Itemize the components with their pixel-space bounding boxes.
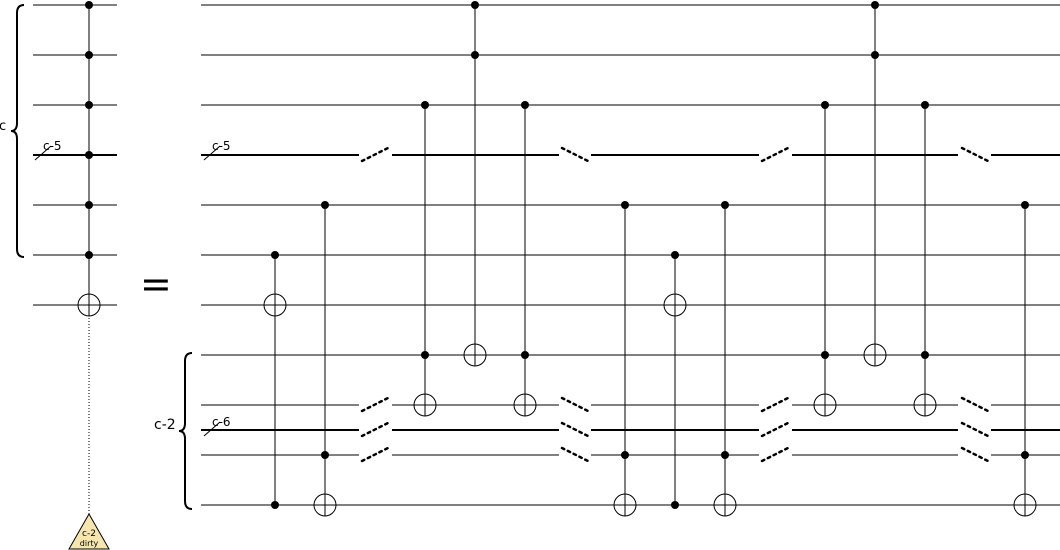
ellipsis-dots [360, 421, 390, 438]
control-dot [421, 101, 429, 109]
control-dot [1021, 451, 1029, 459]
control-dot [85, 251, 93, 259]
control-dot [721, 201, 729, 209]
control-dot [85, 101, 93, 109]
control-dot [871, 1, 879, 9]
control-dot [821, 101, 829, 109]
control-dot [271, 501, 279, 509]
control-dot [85, 201, 93, 209]
wires [10, 4, 1060, 514]
ancilla-label-bottom: dirty [80, 539, 99, 548]
bundle-slash [203, 145, 221, 161]
control-dot [321, 451, 329, 459]
ellipsis-dots [960, 421, 990, 438]
control-dot [471, 51, 479, 59]
control-dot [471, 1, 479, 9]
control-dot [821, 351, 829, 359]
control-dot [421, 351, 429, 359]
ellipsis-dots [560, 446, 590, 463]
label-c-minus-5-right: c-5 [212, 139, 231, 153]
bundle-slash [34, 145, 52, 161]
control-dot [1021, 201, 1029, 209]
control-dot [521, 351, 529, 359]
ellipsis-dots [560, 396, 590, 413]
brace-c [10, 4, 25, 258]
label-c-minus-2: c-2 [154, 417, 176, 433]
ellipsis-dots [360, 396, 390, 413]
control-dot [521, 101, 529, 109]
ellipsis-dots [960, 146, 990, 163]
label-c: c [0, 119, 6, 134]
control-dot [921, 101, 929, 109]
ellipsis-dots [560, 146, 590, 163]
control-dot [621, 451, 629, 459]
ellipsis-dots [760, 421, 790, 438]
control-dot [85, 51, 93, 59]
ellipsis-dots [360, 446, 390, 463]
brace-c-minus-2 [178, 352, 193, 510]
ellipsis-dots [960, 446, 990, 463]
control-dot [85, 1, 93, 9]
label-c-minus-5-left: c-5 [43, 139, 62, 153]
bundle-slash [203, 421, 221, 437]
control-dot [321, 201, 329, 209]
control-dot [721, 451, 729, 459]
ellipsis-dots [760, 146, 790, 163]
ellipsis-dots [560, 421, 590, 438]
control-dot [85, 151, 93, 159]
ancilla-label-top: c-2 [82, 529, 96, 539]
equals-sign: = [140, 262, 172, 306]
ellipsis-dots [360, 146, 390, 163]
control-dot [671, 501, 679, 509]
control-dot [621, 201, 629, 209]
gates [77, 1, 1037, 517]
dirty-ancilla-triangle [68, 512, 110, 550]
control-dot [271, 251, 279, 259]
control-dot [871, 51, 879, 59]
ellipsis-dots [960, 396, 990, 413]
ellipsis-dots [760, 446, 790, 463]
label-c-minus-6: c-6 [212, 415, 231, 429]
control-dot [921, 351, 929, 359]
ellipsis-dots [760, 396, 790, 413]
control-dot [671, 251, 679, 259]
